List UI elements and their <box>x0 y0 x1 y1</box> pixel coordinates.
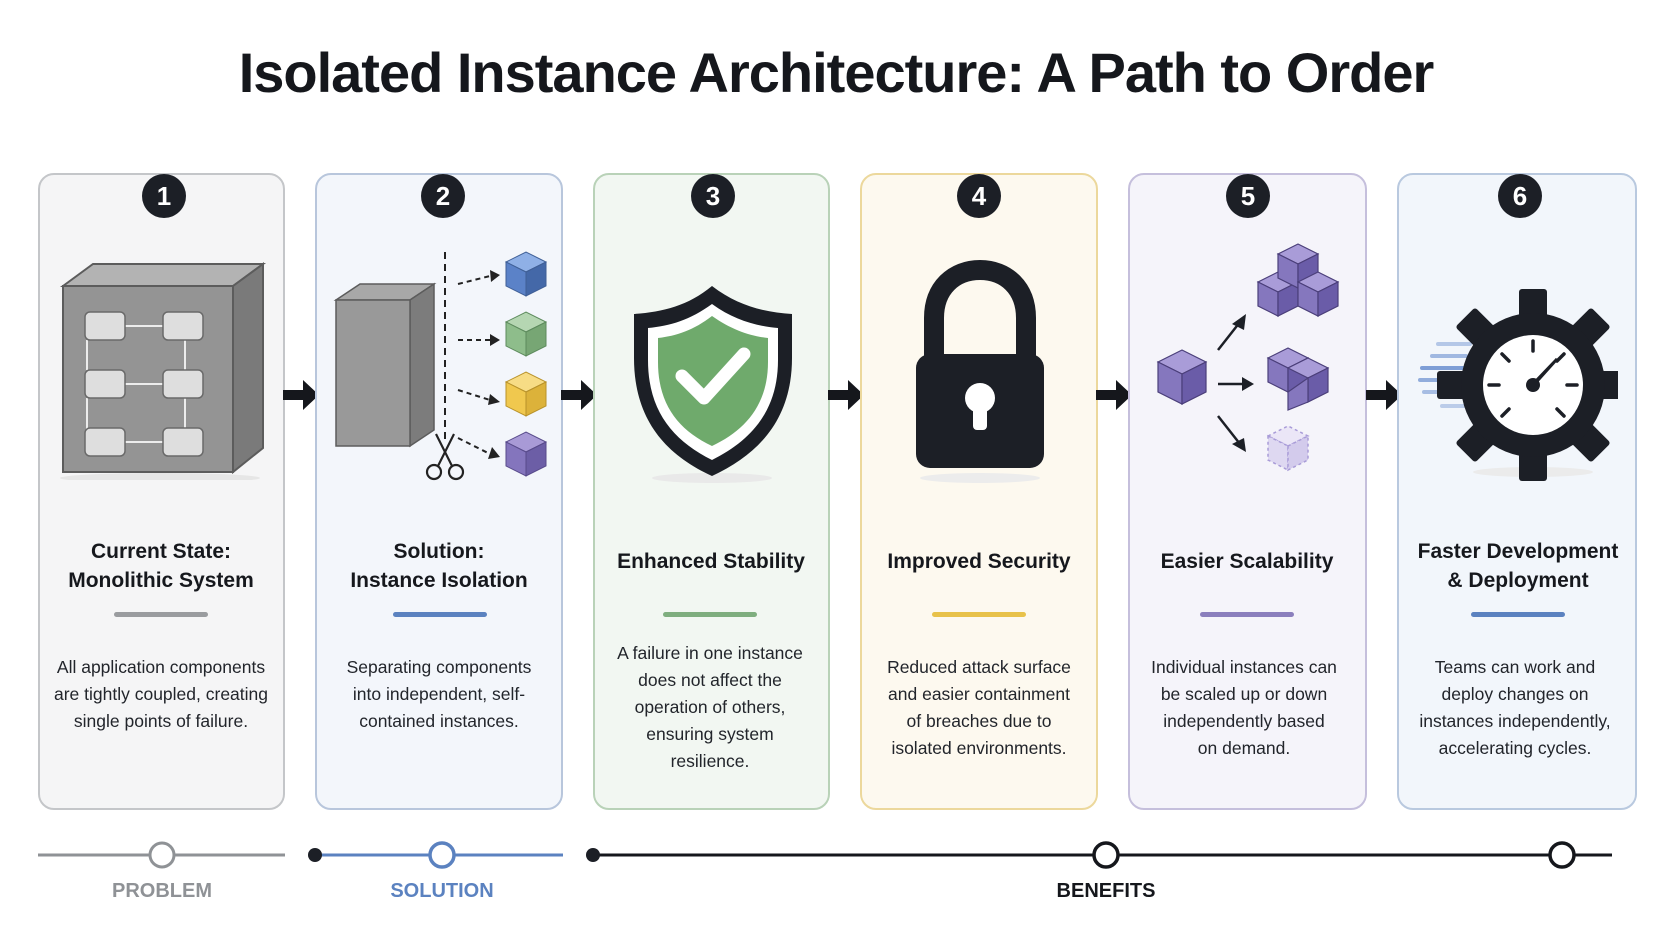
desc-line: contained instances. <box>359 711 519 731</box>
card-title: Easier Scalability <box>1127 547 1367 576</box>
card-title-line: Faster Development <box>1417 540 1619 563</box>
desc-line: ensuring system <box>646 724 774 744</box>
card-faster-development <box>1397 173 1637 810</box>
desc-line: operation of others, <box>634 697 786 717</box>
benefits-start-dot <box>586 848 600 862</box>
desc-line: single points of failure. <box>73 711 249 731</box>
phase-label-benefits: BENEFITS <box>1056 880 1156 902</box>
title-underline <box>932 612 1026 617</box>
benefits-marker <box>1092 841 1120 869</box>
monolith-cube-icon <box>59 262 267 480</box>
shield-check-icon <box>634 286 792 483</box>
desc-line: does not affect the <box>638 670 782 690</box>
card-description: Reduced attack surface and easier contai… <box>869 654 1089 762</box>
arrow-right-icon <box>828 380 864 410</box>
desc-line: into independent, self- <box>352 684 526 704</box>
padlock-icon <box>916 259 1044 483</box>
solution-start-dot <box>308 848 322 862</box>
scissors-split-icon <box>333 251 548 481</box>
title-underline <box>393 612 487 617</box>
card-title-line: Monolithic System <box>68 569 254 592</box>
problem-marker <box>148 841 176 869</box>
desc-line: resilience. <box>670 751 750 771</box>
desc-line: are tightly coupled, creating <box>53 684 269 704</box>
card-title-line: Easier Scalability <box>1160 550 1334 573</box>
title-underline <box>1471 612 1565 617</box>
desc-line: accelerating cycles. <box>1438 738 1592 758</box>
desc-line: instances independently, <box>1419 711 1611 731</box>
phase-label-solution: SOLUTION <box>390 880 494 902</box>
solution-marker <box>428 841 456 869</box>
card-description: Teams can work and deploy changes on ins… <box>1405 654 1625 762</box>
title-underline <box>663 612 757 617</box>
card-title: Solution: Instance Isolation <box>319 537 559 595</box>
scaling-cubes-icon <box>1156 243 1340 472</box>
desc-line: A failure in one instance <box>617 643 803 663</box>
phase-timeline <box>38 841 1612 869</box>
card-title: Improved Security <box>859 547 1099 576</box>
step-badge-5: 5 <box>1226 174 1270 218</box>
desc-line: All application components <box>56 657 266 677</box>
speed-gear-icon <box>1418 289 1618 481</box>
arrow-right-icon <box>1096 380 1132 410</box>
card-title: Enhanced Stability <box>591 547 831 576</box>
title-underline <box>1200 612 1294 617</box>
desc-line: deploy changes on <box>1441 684 1589 704</box>
card-description: A failure in one instance does not affec… <box>600 640 820 775</box>
step-badge-6: 6 <box>1498 174 1542 218</box>
card-title-line: & Deployment <box>1447 569 1589 592</box>
card-title-line: Current State: <box>90 540 232 563</box>
card-title: Current State: Monolithic System <box>41 537 281 595</box>
card-title: Faster Development & Deployment <box>1398 537 1638 595</box>
desc-line: of breaches due to <box>906 711 1052 731</box>
step-badge-3: 3 <box>691 174 735 218</box>
card-description: All application components are tightly c… <box>51 654 271 735</box>
step-badge-4: 4 <box>957 174 1001 218</box>
card-description: Individual instances can be scaled up or… <box>1134 654 1354 762</box>
card-title-line: Solution: <box>393 540 485 563</box>
arrow-right-icon <box>1366 380 1402 410</box>
desc-line: isolated environments. <box>891 738 1067 758</box>
card-title-line: Instance Isolation <box>350 569 528 592</box>
page-title: Isolated Instance Architecture: A Path t… <box>238 41 1435 104</box>
card-title-line: Improved Security <box>887 550 1071 573</box>
desc-line: Separating components <box>346 657 532 677</box>
title-underline <box>114 612 208 617</box>
desc-line: independently based <box>1163 711 1325 731</box>
desc-line: Individual instances can <box>1151 657 1337 677</box>
desc-line: Reduced attack surface <box>887 657 1071 677</box>
desc-line: Teams can work and <box>1434 657 1596 677</box>
desc-line: and easier containment <box>888 684 1070 704</box>
arrow-right-icon <box>283 380 319 410</box>
benefits-end-marker <box>1548 841 1576 869</box>
card-title-line: Enhanced Stability <box>617 550 805 573</box>
desc-line: on demand. <box>1197 738 1291 758</box>
desc-line: be scaled up or down <box>1160 684 1328 704</box>
arrow-right-icon <box>561 380 597 410</box>
card-description: Separating components into independent, … <box>329 654 549 735</box>
step-badge-1: 1 <box>142 174 186 218</box>
step-badge-2: 2 <box>421 174 465 218</box>
phase-label-problem: PROBLEM <box>112 880 212 902</box>
card-enhanced-stability <box>593 173 830 810</box>
